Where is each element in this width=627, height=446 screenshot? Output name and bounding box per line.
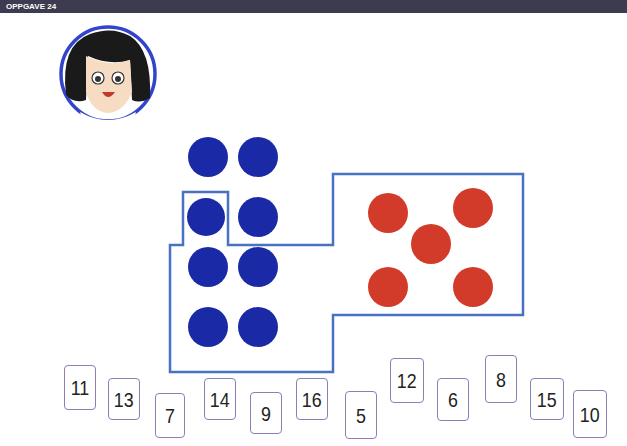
face — [86, 56, 132, 113]
red-dot — [453, 267, 493, 307]
blue-dot — [188, 137, 228, 177]
number-card: 5 — [345, 391, 377, 439]
number-card: 6 — [437, 378, 469, 421]
number-card: 9 — [250, 392, 282, 434]
avatar — [61, 27, 155, 125]
grouping-outline — [170, 174, 523, 372]
number-label: 9 — [261, 403, 271, 424]
collar — [80, 112, 136, 125]
number-card: 13 — [108, 378, 140, 420]
number-label: 11 — [71, 377, 90, 398]
number-card: 15 — [530, 378, 564, 420]
number-label: 10 — [580, 404, 600, 425]
mouth — [102, 92, 115, 97]
number-card: 16 — [296, 378, 328, 420]
red-dot — [453, 188, 493, 228]
eye — [112, 72, 124, 84]
red-dot — [368, 267, 408, 307]
number-label: 8 — [496, 369, 506, 390]
number-label: 14 — [210, 389, 230, 410]
pupil — [115, 76, 121, 82]
number-card: 11 — [64, 365, 96, 410]
blue-dot — [187, 198, 225, 236]
header-bar — [0, 0, 627, 13]
blue-dot — [238, 197, 278, 237]
number-card: 12 — [390, 358, 424, 403]
blue-dot — [188, 307, 228, 347]
red-dot — [411, 224, 451, 264]
number-label: 5 — [356, 405, 366, 426]
number-label: 13 — [114, 389, 134, 410]
red-dots — [368, 188, 493, 307]
blue-dot — [238, 137, 278, 177]
number-label: 15 — [537, 389, 557, 410]
number-card: 10 — [573, 390, 607, 438]
number-card: 8 — [485, 355, 517, 403]
number-label: 12 — [397, 370, 417, 391]
blue-dot — [188, 247, 228, 287]
blue-dot — [238, 247, 278, 287]
avatar-ring — [61, 27, 155, 121]
number-label: 7 — [165, 405, 175, 426]
page-title: OPPGAVE 24 — [6, 2, 56, 11]
pupil — [95, 76, 101, 82]
blue-dot — [238, 307, 278, 347]
number-label: 6 — [448, 389, 458, 410]
red-dot — [368, 193, 408, 233]
eye — [92, 72, 104, 84]
number-label: 16 — [302, 389, 322, 410]
number-card: 14 — [204, 378, 236, 420]
blue-dots — [187, 137, 278, 347]
number-card: 7 — [155, 393, 185, 438]
